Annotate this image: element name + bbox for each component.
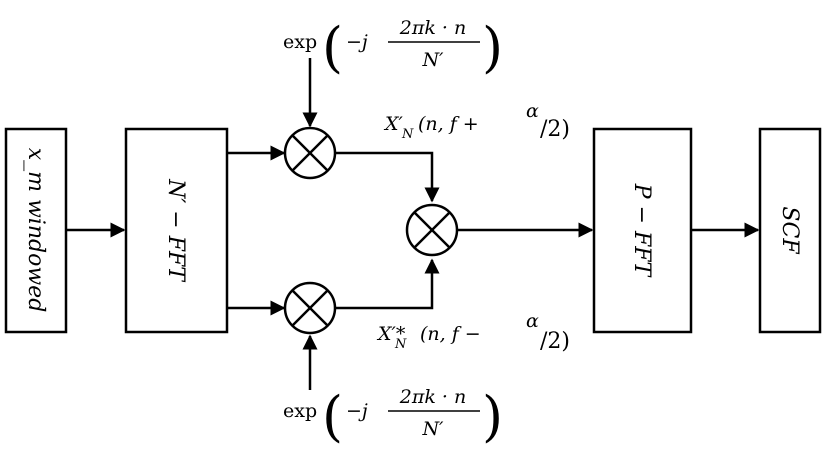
connections	[66, 58, 760, 390]
top-exp-close-paren: )	[482, 16, 503, 79]
bottom-exp-close-paren: )	[482, 385, 503, 448]
top-exp-open-paren: (	[322, 16, 343, 79]
p-fft-label: P − FFT	[629, 183, 654, 279]
input-block: x_m windowed	[4, 127, 68, 334]
top-exp-numerator: 2πk · n	[399, 17, 466, 39]
bottom-signal-args: (n, f −	[420, 323, 481, 345]
bottom-signal-label: X′* N (n, f − α /2)	[376, 310, 570, 354]
bottom-signal-subscript: N	[394, 337, 407, 352]
scf-label: SCF	[777, 206, 802, 254]
wire-bottom-mult-to-center-mult	[336, 258, 440, 310]
top-signal-symbol: X′	[383, 113, 404, 135]
center-multiplier-icon	[405, 203, 459, 257]
top-exp-func: exp	[283, 31, 317, 53]
scf-block: SCF	[758, 127, 822, 334]
top-signal-slash-two: /2)	[540, 117, 570, 142]
top-multiplier-icon	[283, 126, 337, 180]
bottom-exp-minus-j: −j	[346, 400, 368, 422]
bottom-signal-alpha: α	[526, 310, 539, 332]
p-fft-block: P − FFT	[592, 127, 693, 334]
top-signal-label: X′ N (n, f + α /2)	[383, 100, 570, 142]
n-prime-fft-block: N′ − FFT	[124, 127, 229, 334]
input-block-label: x_m windowed	[23, 148, 48, 313]
wire-top-mult-to-center-mult	[336, 151, 440, 203]
bottom-multiplier-icon	[283, 281, 337, 335]
top-signal-subscript: N	[401, 127, 414, 142]
bottom-exp-open-paren: (	[322, 385, 343, 448]
top-signal-alpha: α	[526, 100, 539, 122]
bottom-signal-slash-two: /2)	[540, 329, 570, 354]
top-exp-minus-j: −j	[346, 31, 368, 53]
top-signal-args: (n, f +	[418, 113, 479, 135]
bottom-exp-denominator: N′	[422, 418, 445, 440]
bottom-exponential-term: exp ( −j 2πk · n N′ )	[283, 385, 503, 448]
bottom-exp-numerator: 2πk · n	[399, 386, 466, 408]
top-exponential-term: exp ( −j 2πk · n N′ )	[283, 16, 503, 79]
n-prime-fft-label: N′ − FFT	[163, 178, 188, 283]
bottom-exp-func: exp	[283, 400, 317, 422]
bottom-signal-symbol: X′*	[376, 323, 406, 345]
top-exp-denominator: N′	[422, 49, 445, 71]
